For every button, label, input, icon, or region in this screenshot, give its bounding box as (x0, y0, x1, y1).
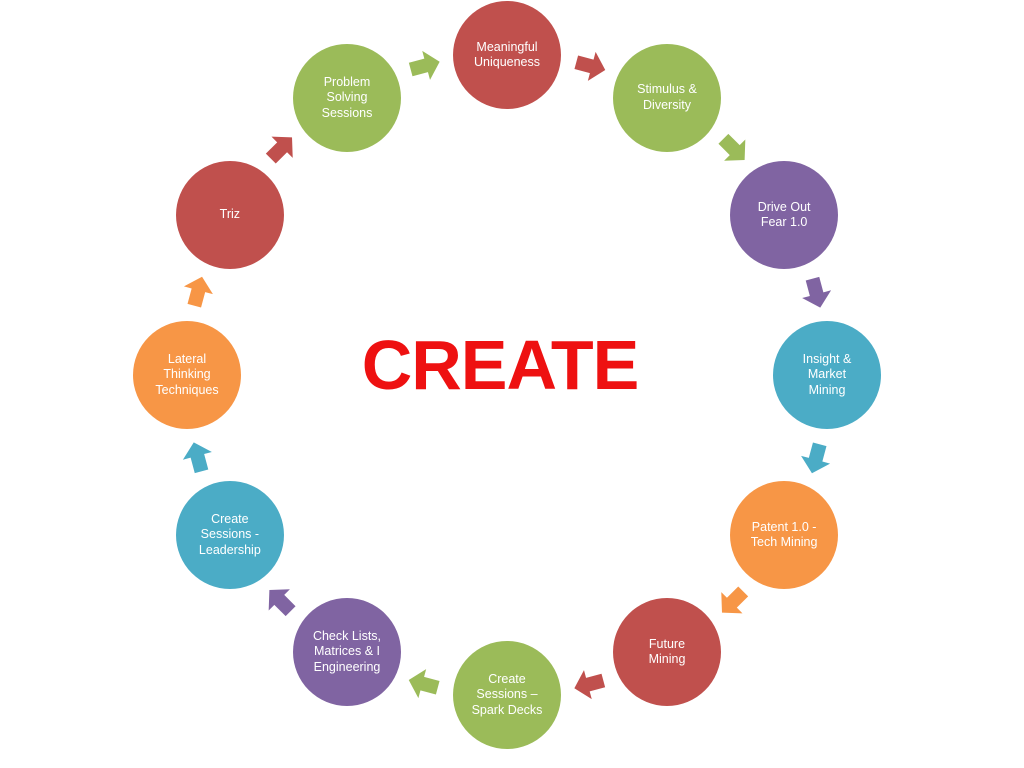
cycle-arrow-icon (721, 586, 749, 614)
cycle-arrow-icon (574, 670, 606, 700)
cycle-arrow-icon (265, 136, 293, 164)
cycle-node-label: Drive Out Fear 1.0 (757, 199, 811, 230)
cycle-arrow (265, 136, 293, 164)
cycle-node: Meaningful Uniqueness (453, 1, 561, 109)
cycle-arrow-icon (574, 51, 606, 81)
cycle-node: Problem Solving Sessions (293, 43, 401, 152)
cycle-node: Patent 1.0 - Tech Mining (730, 481, 839, 589)
cycle-node-label: Meaningful Uniqueness (473, 39, 540, 70)
cycle-node: Check Lists, Matrices & I Engineering (293, 598, 401, 707)
cycle-node-label: Patent 1.0 - Tech Mining (750, 519, 818, 550)
cycle-arrow (408, 669, 440, 699)
cycle-node: Drive Out Fear 1.0 (730, 161, 839, 269)
cycle-node: Future Mining (613, 598, 721, 707)
cycle-arrow-icon (408, 50, 440, 80)
cycle-node-label: Create Sessions - Leadership (198, 511, 261, 557)
cycle-node-label: Triz (219, 207, 241, 222)
cycle-arrow (802, 276, 832, 308)
cycle-node: Lateral Thinking Techniques (133, 321, 241, 429)
cycle-node: Triz (175, 161, 284, 269)
cycle-node-label: Stimulus & Diversity (637, 82, 697, 112)
cycle-arrow-icon (183, 276, 213, 308)
cycle-arrow (268, 589, 296, 617)
cycle-arrow-icon (268, 589, 296, 617)
cycle-node-label: Problem Solving Sessions (321, 74, 373, 120)
cycle-arrow (801, 442, 831, 474)
cycle-arrow-icon (408, 669, 440, 699)
cycle-node-label: Insight & Market Mining (802, 351, 852, 397)
cycle-node: Create Sessions - Leadership (175, 481, 284, 589)
cycle-arrow-icon (718, 133, 746, 161)
cycle-arrow (183, 276, 213, 308)
cycle-arrow-icon (801, 442, 831, 474)
cycle-arrow (574, 51, 606, 81)
cycle-node: Insight & Market Mining (773, 321, 881, 429)
cycle-arrow-icon (182, 442, 212, 474)
cycle-arrow-icon (802, 276, 832, 308)
cycle-arrow (182, 442, 212, 474)
cycle-node-label: Lateral Thinking Techniques (155, 351, 219, 397)
cycle-node-label: Create Sessions – Spark Decks (471, 671, 543, 717)
cycle-node: Create Sessions – Spark Decks (453, 641, 561, 749)
cycle-arrow (721, 586, 749, 614)
cycle-arrow (408, 50, 440, 80)
cycle-node-label: Future Mining (648, 636, 686, 667)
cycle-arrow (574, 670, 606, 700)
cycle-node-label: Check Lists, Matrices & I Engineering (312, 628, 382, 674)
center-title: CREATE (361, 326, 640, 404)
cycle-node: Stimulus & Diversity (613, 43, 721, 152)
cycle-arrow (718, 133, 746, 161)
